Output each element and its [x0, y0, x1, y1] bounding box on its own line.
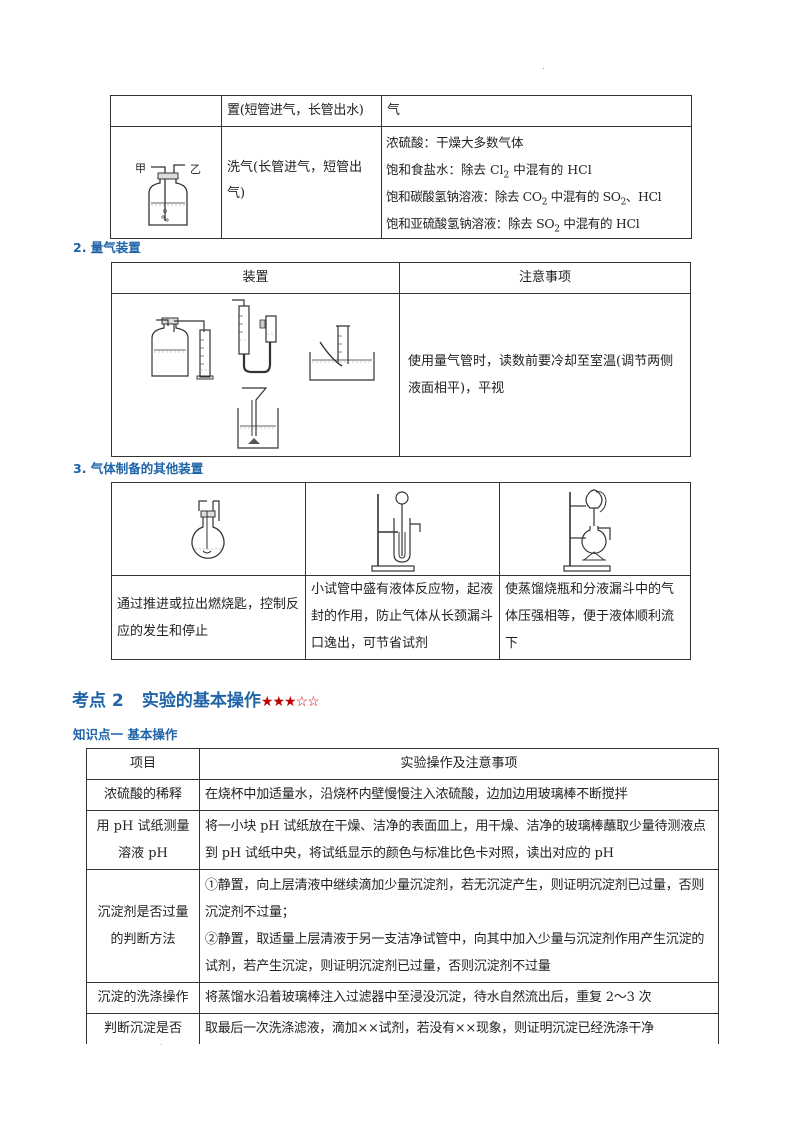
wash-bottle-icon	[148, 164, 188, 226]
footer-mark: .	[160, 1038, 163, 1047]
device-flask-cell	[111, 482, 306, 576]
wash-bottle-cell: 甲 乙	[110, 126, 222, 239]
ops-method-1: ①静置，向上层清液中继续滴加少量沉淀剂，若无沉淀产生，则证明沉淀剂已过量，否则沉…	[205, 878, 705, 920]
difficulty-stars-filled: ★★★	[260, 694, 297, 710]
ops-row-item: 判断沉淀是否	[86, 1013, 200, 1044]
section3-heading: 3. 气体制备的其他装置	[73, 461, 204, 476]
bottle-cylinder-icon	[151, 317, 214, 380]
difficulty-stars-empty: ☆☆	[295, 694, 320, 710]
table1-r1-c3: 气	[381, 95, 692, 127]
gas-measure-note: 使用量气管时，读数前要冷却至室温(调节两侧液面相平)，平视	[399, 293, 691, 457]
ops-row-desc: 取最后一次洗涤滤液，滴加××试剂，若没有××现象，则证明沉淀已经洗涤干净	[199, 1013, 719, 1044]
device-distill-cell	[499, 482, 691, 576]
basic-ops-table: 项目 实验操作及注意事项 浓硫酸的稀释 在烧杯中加适量水，沿烧杯内壁慢慢注入浓硫…	[86, 748, 719, 1044]
table1-r1-c1	[110, 95, 222, 127]
ops-row-desc: ①静置，向上层清液中继续滴加少量沉淀剂，若无沉淀产生，则证明沉淀剂已过量，否则沉…	[199, 869, 719, 983]
wash-line-4: 饱和亚硫酸氢钠溶液：除去 SO2 中混有的 HCl	[386, 215, 640, 234]
ops-method-2: ②静置，取适量上层清液于另一支洁净试管中，向其中加入少量与沉淀剂作用产生沉淀的试…	[205, 932, 705, 974]
washing-table: 置(短管进气，长管出水) 气 甲 乙	[110, 95, 692, 239]
wash-label: 洗气(长管进气，短管出气)	[221, 126, 382, 239]
gas-burette-icon	[232, 299, 277, 374]
header-mark: .	[542, 62, 545, 72]
wash-line-3: 饱和碳酸氢钠溶液：除去 CO2 中混有的 SO2、HCl	[386, 188, 662, 207]
device-testtube-text: 小试管中盛有液体反应物，起液封的作用，防止气体从长颈漏斗口逸出，可节省试剂	[305, 575, 500, 660]
device-distill-text: 使蒸馏烧瓶和分液漏斗中的气体压强相等，便于液体顺利流下	[499, 575, 691, 660]
label-yi: 乙	[190, 163, 201, 176]
kaodian-label: 考点 2	[72, 691, 124, 711]
flask-spoon-icon	[190, 500, 225, 559]
table1-r1-c2: 置(短管进气，长管出水)	[221, 95, 382, 127]
kaodian-title: 实验的基本操作	[141, 691, 261, 711]
ops-row-item: 沉淀剂是否过量的判断方法	[86, 869, 200, 983]
device-flask-text: 通过推进或拉出燃烧匙，控制反应的发生和停止	[111, 575, 306, 660]
section2-heading: 2. 量气装置	[73, 240, 141, 255]
label-jia: 甲	[135, 162, 146, 175]
zhishidian-heading: 知识点一 基本操作	[73, 727, 178, 742]
ops-row-item: 浓硫酸的稀释	[86, 779, 200, 811]
ops-row-item: 用 pH 试纸测量溶液 pH	[86, 810, 200, 870]
trough-cylinder-icon	[309, 325, 375, 381]
col-device-header: 装置	[111, 262, 400, 294]
col-notes-header: 注意事项	[399, 262, 691, 294]
gas-measure-devices	[111, 293, 400, 457]
ops-header-item: 项目	[86, 748, 200, 780]
ops-row-desc: 将蒸馏水沿着玻璃棒注入过滤器中至浸没沉淀，待水自然流出后，重复 2～3 次	[199, 982, 719, 1014]
ops-row-desc: 在烧杯中加适量水，沿烧杯内壁慢慢注入浓硫酸，边加边用玻璃棒不断搅拌	[199, 779, 719, 811]
beaker-funnel-icon	[237, 387, 279, 449]
wash-line-2: 饱和食盐水：除去 Cl2 中混有的 HCl	[386, 161, 592, 180]
device-testtube-cell	[305, 482, 500, 576]
ops-header-desc: 实验操作及注意事项	[199, 748, 719, 780]
ops-row-item: 沉淀的洗涤操作	[86, 982, 200, 1014]
other-devices-table: 通过推进或拉出燃烧匙，控制反应的发生和停止 小试管中盛有液体反应物，起液封的作用…	[111, 482, 691, 660]
distill-flask-icon	[563, 489, 611, 572]
gas-measure-table: 装置 注意事项	[111, 262, 691, 457]
testtube-stand-icon	[370, 491, 421, 572]
ops-row-desc: 将一小块 pH 试纸放在干燥、洁净的表面皿上，用干燥、洁净的玻璃棒蘸取少量待测液…	[199, 810, 719, 870]
wash-notes: 浓硫酸：干燥大多数气体 饱和食盐水：除去 Cl2 中混有的 HCl 饱和碳酸氢钠…	[381, 126, 692, 239]
wash-line-1: 浓硫酸：干燥大多数气体	[386, 134, 524, 150]
kaodian-heading: 考点 2 实验的基本操作★★★☆☆	[72, 686, 320, 711]
